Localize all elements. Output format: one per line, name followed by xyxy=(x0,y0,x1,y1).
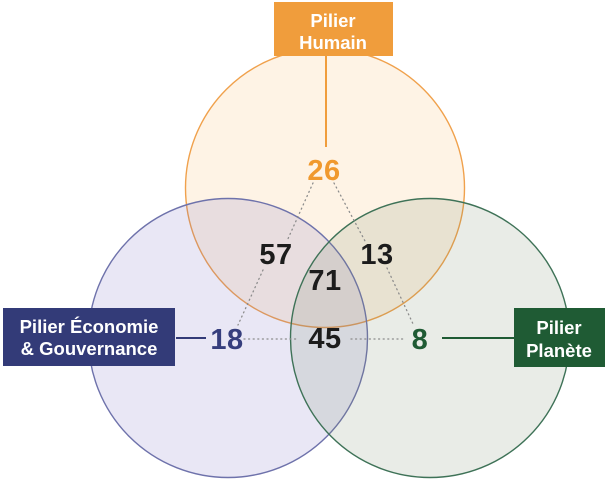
leader-line-13-8 xyxy=(386,267,415,327)
venn-circles xyxy=(87,47,571,479)
value-all-three: 71 xyxy=(308,265,341,297)
planete-label-box xyxy=(514,308,605,367)
value-humain-planete: 13 xyxy=(360,239,393,271)
economie-label-line2: & Gouvernance xyxy=(21,338,158,359)
leader-lines xyxy=(237,182,415,340)
humain-label-line1: Pilier xyxy=(310,10,355,31)
planete-label-line1: Pilier xyxy=(536,317,581,338)
value-humain-only: 26 xyxy=(307,155,340,187)
value-humain-economie: 57 xyxy=(259,239,292,271)
value-planete-only: 8 xyxy=(412,324,429,356)
economie-label-box xyxy=(3,308,175,366)
value-economie-planete: 45 xyxy=(308,323,341,355)
value-economie-only: 18 xyxy=(210,324,243,356)
leader-line-26-57 xyxy=(286,182,314,242)
humain-label-box xyxy=(274,2,393,56)
planete-label-line2: Planète xyxy=(526,340,592,361)
set-label-boxes: Pilier Humain Pilier Économie & Gouverna… xyxy=(3,2,605,367)
humain-label-line2: Humain xyxy=(299,32,367,53)
region-values: 26 57 13 71 18 45 8 xyxy=(210,155,429,356)
connector-lines xyxy=(176,54,515,339)
economie-label-line1: Pilier Économie xyxy=(20,316,159,337)
leader-line-26-13 xyxy=(333,182,366,242)
leader-line-57-18 xyxy=(237,269,264,326)
